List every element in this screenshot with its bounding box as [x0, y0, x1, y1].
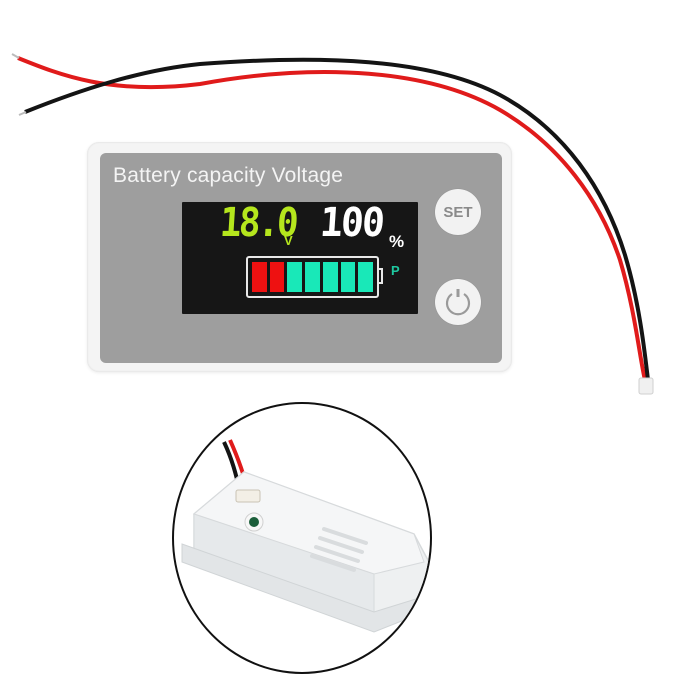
housing-rear-illustration — [181, 439, 430, 633]
battery-bar — [340, 262, 356, 292]
rear-view-inset — [172, 402, 432, 674]
battery-bar — [305, 262, 320, 292]
battery-bar — [269, 262, 285, 292]
battery-bar — [322, 262, 338, 292]
battery-bar — [287, 262, 303, 292]
power-icon — [445, 289, 471, 316]
mode-indicator: P — [391, 263, 400, 278]
battery-gauge — [246, 256, 379, 298]
battery-bar — [358, 262, 374, 292]
battery-bar — [252, 262, 267, 292]
percent-unit: % — [389, 232, 405, 251]
power-button[interactable] — [435, 279, 481, 325]
voltage-unit: V — [284, 233, 293, 248]
set-button[interactable]: SET — [435, 189, 481, 235]
set-button-label: SET — [443, 203, 473, 221]
battery-terminal-icon — [378, 268, 383, 284]
faceplate-title: Battery capacity Voltage — [113, 164, 344, 187]
percent-readout: 100 — [318, 200, 385, 246]
